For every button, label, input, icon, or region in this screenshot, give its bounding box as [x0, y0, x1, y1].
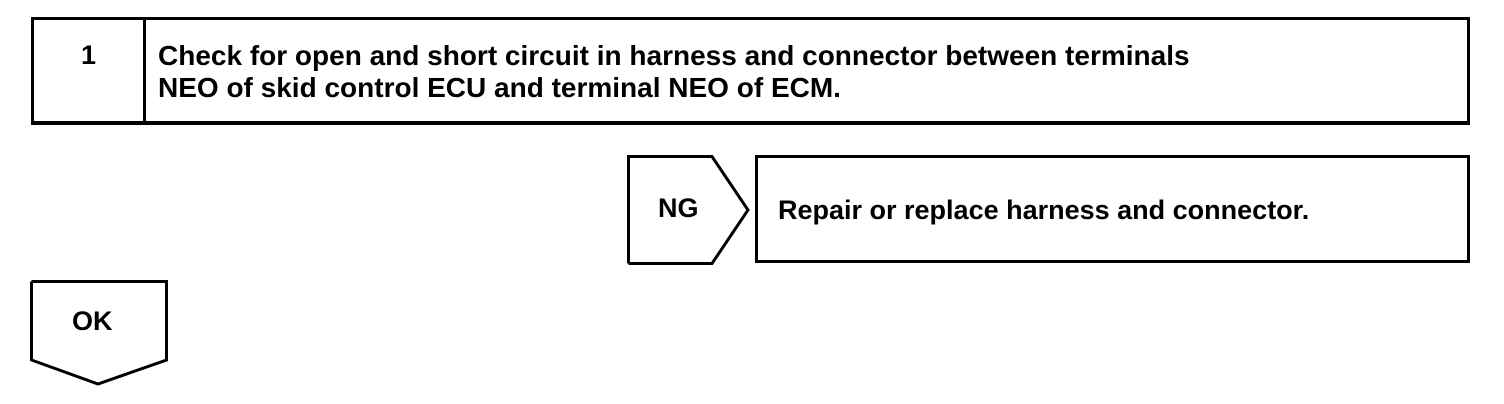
step-box: 1 Check for open and short circuit in ha…: [31, 17, 1470, 125]
ng-label: NG: [658, 193, 699, 223]
step-number: 1: [34, 20, 146, 121]
ng-action-box: Repair or replace harness and connector.: [755, 155, 1470, 263]
ng-arrow-shape: [627, 155, 750, 265]
step-instruction: Check for open and short circuit in harn…: [158, 40, 1451, 104]
ng-action-text: Repair or replace harness and connector.: [778, 195, 1310, 225]
step-instruction-line-2: NEO of skid control ECU and terminal NEO…: [158, 72, 841, 103]
ok-arrow-shape: [30, 280, 168, 386]
ok-label: OK: [72, 306, 113, 336]
step-instruction-line-1: Check for open and short circuit in harn…: [158, 40, 1190, 71]
